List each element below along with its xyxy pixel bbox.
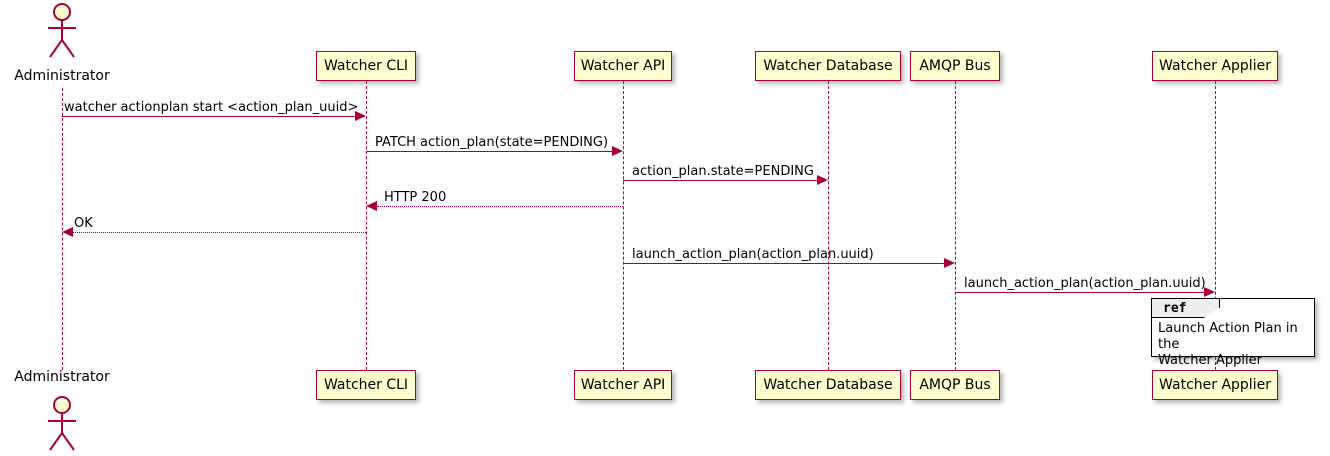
participant-label-amqp-bus-top: AMQP Bus [919, 58, 991, 74]
participant-watcher-cli-top[interactable]: Watcher CLI [316, 51, 416, 81]
message-label-6: launch_action_plan(action_plan.uuid) [632, 247, 874, 262]
message-arrowhead-5 [62, 227, 73, 237]
participant-watcher-database-bottom[interactable]: Watcher Database [755, 370, 901, 400]
message-label-5: OK [74, 216, 93, 231]
message-arrowhead-1 [355, 111, 366, 121]
ref-fragment-text-line-1: Launch Action Plan in the [1158, 321, 1298, 352]
actor-administrator-top [39, 2, 85, 58]
participant-label-watcher-database-top: Watcher Database [763, 58, 893, 74]
message-label-1: watcher actionplan start <action_plan_uu… [64, 100, 359, 115]
lifeline-watcher-database [828, 81, 829, 370]
participant-label-watcher-cli-bottom: Watcher CLI [323, 377, 409, 393]
participant-label-watcher-applier-top: Watcher Applier [1159, 58, 1271, 74]
message-line-5 [73, 232, 366, 233]
message-label-3: action_plan.state=PENDING [632, 164, 814, 179]
participant-watcher-database-top[interactable]: Watcher Database [755, 51, 901, 81]
message-arrowhead-6 [944, 258, 955, 268]
ref-fragment-text-line-2: Watcher Applier [1158, 353, 1262, 368]
actor-administrator-bottom [39, 395, 85, 451]
participant-label-watcher-applier-bottom: Watcher Applier [1159, 377, 1271, 393]
message-arrowhead-2 [612, 146, 623, 156]
participant-watcher-api-top[interactable]: Watcher API [574, 51, 672, 81]
participant-watcher-cli-bottom[interactable]: Watcher CLI [316, 370, 416, 400]
participant-amqp-bus-top[interactable]: AMQP Bus [910, 51, 1000, 81]
actor-label-administrator-bottom: Administrator [14, 369, 110, 385]
ref-fragment-text: Launch Action Plan in the Watcher Applie… [1158, 321, 1310, 369]
participant-label-watcher-cli-top: Watcher CLI [323, 58, 409, 74]
message-line-6 [623, 263, 944, 264]
participant-watcher-applier-top[interactable]: Watcher Applier [1152, 51, 1278, 81]
lifeline-amqp-bus [955, 81, 956, 370]
message-line-1 [62, 116, 355, 117]
message-arrowhead-3 [817, 175, 828, 185]
lifeline-watcher-api [623, 81, 624, 370]
ref-fragment-tab-label: ref [1152, 299, 1220, 318]
participant-label-watcher-api-top: Watcher API [580, 58, 666, 74]
message-line-3 [623, 180, 817, 181]
participant-label-watcher-api-bottom: Watcher API [580, 377, 666, 393]
message-label-4: HTTP 200 [384, 190, 447, 205]
lifeline-watcher-applier [1215, 81, 1216, 370]
lifeline-watcher-cli [366, 81, 367, 370]
participant-watcher-api-bottom[interactable]: Watcher API [574, 370, 672, 400]
participant-label-watcher-database-bottom: Watcher Database [763, 377, 893, 393]
ref-fragment: ref Launch Action Plan in the Watcher Ap… [1151, 298, 1315, 368]
message-line-2 [366, 151, 612, 152]
message-label-7: launch_action_plan(action_plan.uuid) [964, 276, 1206, 291]
message-line-4 [377, 206, 623, 207]
message-line-7 [955, 292, 1204, 293]
participant-watcher-applier-bottom[interactable]: Watcher Applier [1152, 370, 1278, 400]
message-arrowhead-7 [1204, 287, 1215, 297]
actor-label-administrator-top: Administrator [14, 68, 110, 84]
participant-label-amqp-bus-bottom: AMQP Bus [919, 377, 991, 393]
message-arrowhead-4 [366, 201, 377, 211]
message-label-2: PATCH action_plan(state=PENDING) [375, 135, 609, 150]
participant-amqp-bus-bottom[interactable]: AMQP Bus [910, 370, 1000, 400]
